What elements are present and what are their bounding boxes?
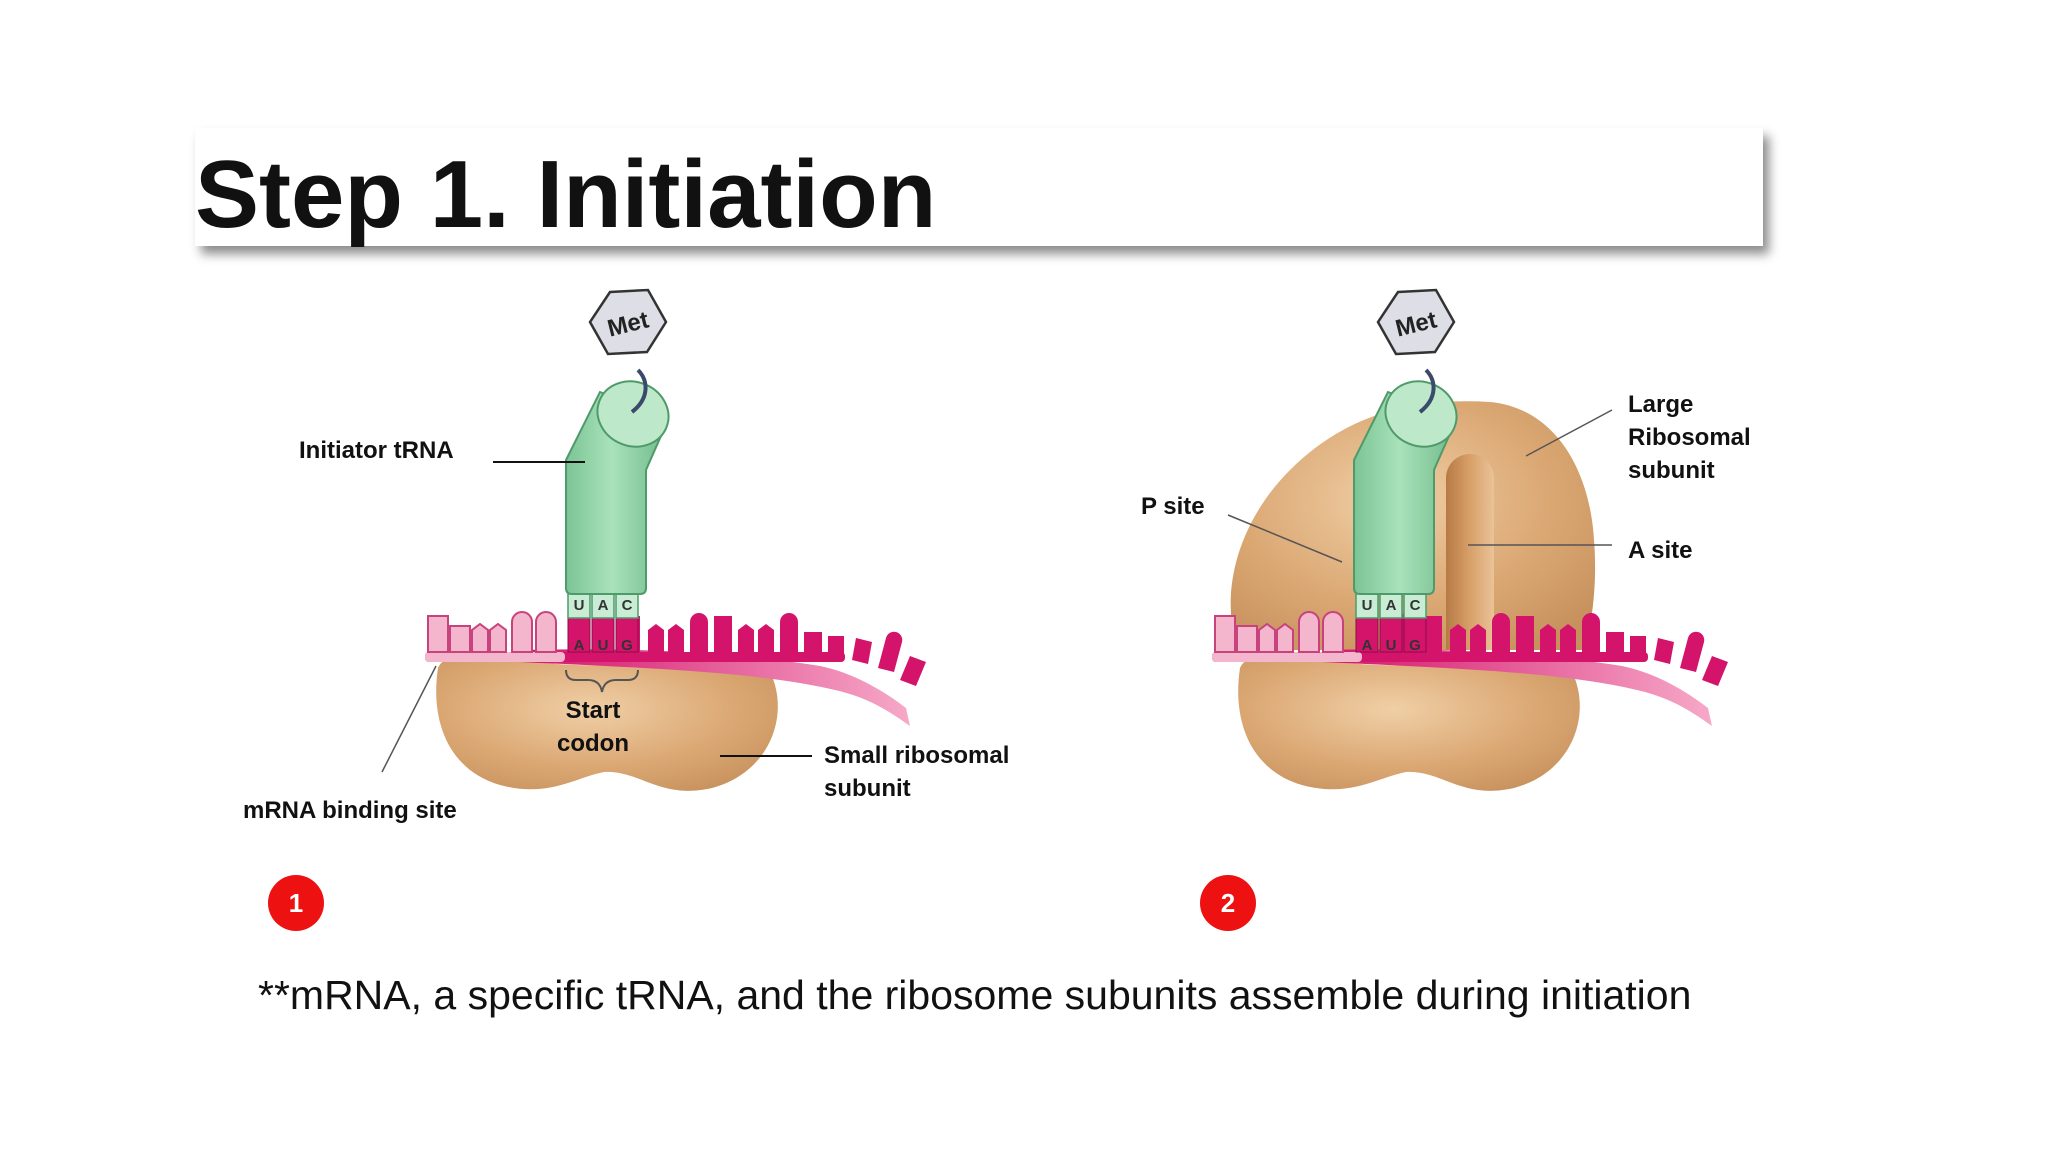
start-codon-bases: A U G bbox=[567, 615, 639, 654]
initiator-trna-2 bbox=[1353, 368, 1458, 595]
anticodon-base-a-2: A bbox=[1386, 597, 1397, 614]
slide-caption: **mRNA, a specific tRNA, and the ribosom… bbox=[258, 972, 1692, 1018]
title-bar bbox=[195, 128, 1763, 246]
large-subunit-leader bbox=[1525, 409, 1613, 457]
anticodon-base-u: U bbox=[574, 597, 585, 614]
anticodon-base-u-2: U bbox=[1362, 597, 1373, 614]
p-site-leader bbox=[1227, 514, 1343, 563]
p-site-label: P site bbox=[1141, 493, 1205, 520]
step-2-number: 2 bbox=[1221, 888, 1235, 918]
large-subunit-label-line3: subunit bbox=[1628, 457, 1715, 484]
codon-base-u: U bbox=[598, 637, 609, 654]
slide-title: Step 1. Initiation bbox=[195, 141, 937, 248]
small-ribosomal-subunit-shape bbox=[436, 655, 778, 791]
a-site-label: A site bbox=[1628, 537, 1692, 564]
start-codon-label-line1: Start bbox=[566, 697, 621, 724]
mrna-binding-site-label: mRNA binding site bbox=[243, 797, 457, 824]
panel-2: A U G U A C Met P site Large Ribosomal bbox=[1141, 288, 1751, 931]
codon-base-u-2: U bbox=[1386, 637, 1397, 654]
initiator-trna-label: Initiator tRNA bbox=[299, 437, 454, 464]
start-codon-brace bbox=[565, 669, 639, 693]
codon-base-a-2: A bbox=[1362, 637, 1373, 654]
anticodon-bases: U A C bbox=[567, 591, 639, 619]
start-codon-bases-2: A U G bbox=[1355, 615, 1427, 654]
met-amino-acid-2: Met bbox=[1376, 288, 1456, 356]
codon-base-g-2: G bbox=[1409, 637, 1421, 654]
step-1-number: 1 bbox=[289, 888, 303, 918]
mrna-tail-2 bbox=[1322, 649, 1712, 726]
codon-base-a: A bbox=[574, 637, 585, 654]
codon-base-g: G bbox=[621, 637, 633, 654]
met-amino-acid: Met bbox=[588, 288, 668, 356]
anticodon-base-c-2: C bbox=[1410, 597, 1421, 614]
mrna-tail bbox=[520, 649, 910, 726]
anticodon-base-c: C bbox=[622, 597, 633, 614]
mrna-binding-site-leader bbox=[381, 665, 437, 773]
large-subunit-label-line2: Ribosomal bbox=[1628, 424, 1751, 451]
panel-1: A U G U A C Met Init bbox=[243, 288, 1009, 931]
small-ribosomal-subunit-shape-2 bbox=[1238, 655, 1580, 791]
anticodon-base-a: A bbox=[598, 597, 609, 614]
large-subunit-label-line1: Large bbox=[1628, 391, 1693, 418]
anticodon-bases-2: U A C bbox=[1355, 591, 1427, 619]
step-2-marker bbox=[1200, 875, 1256, 931]
small-subunit-label-line2: subunit bbox=[824, 775, 911, 802]
small-subunit-label-line1: Small ribosomal bbox=[824, 742, 1009, 769]
step-1-marker bbox=[268, 875, 324, 931]
a-site-groove bbox=[1446, 454, 1494, 650]
initiator-trna bbox=[565, 368, 670, 595]
start-codon-label-line2: codon bbox=[557, 730, 629, 757]
